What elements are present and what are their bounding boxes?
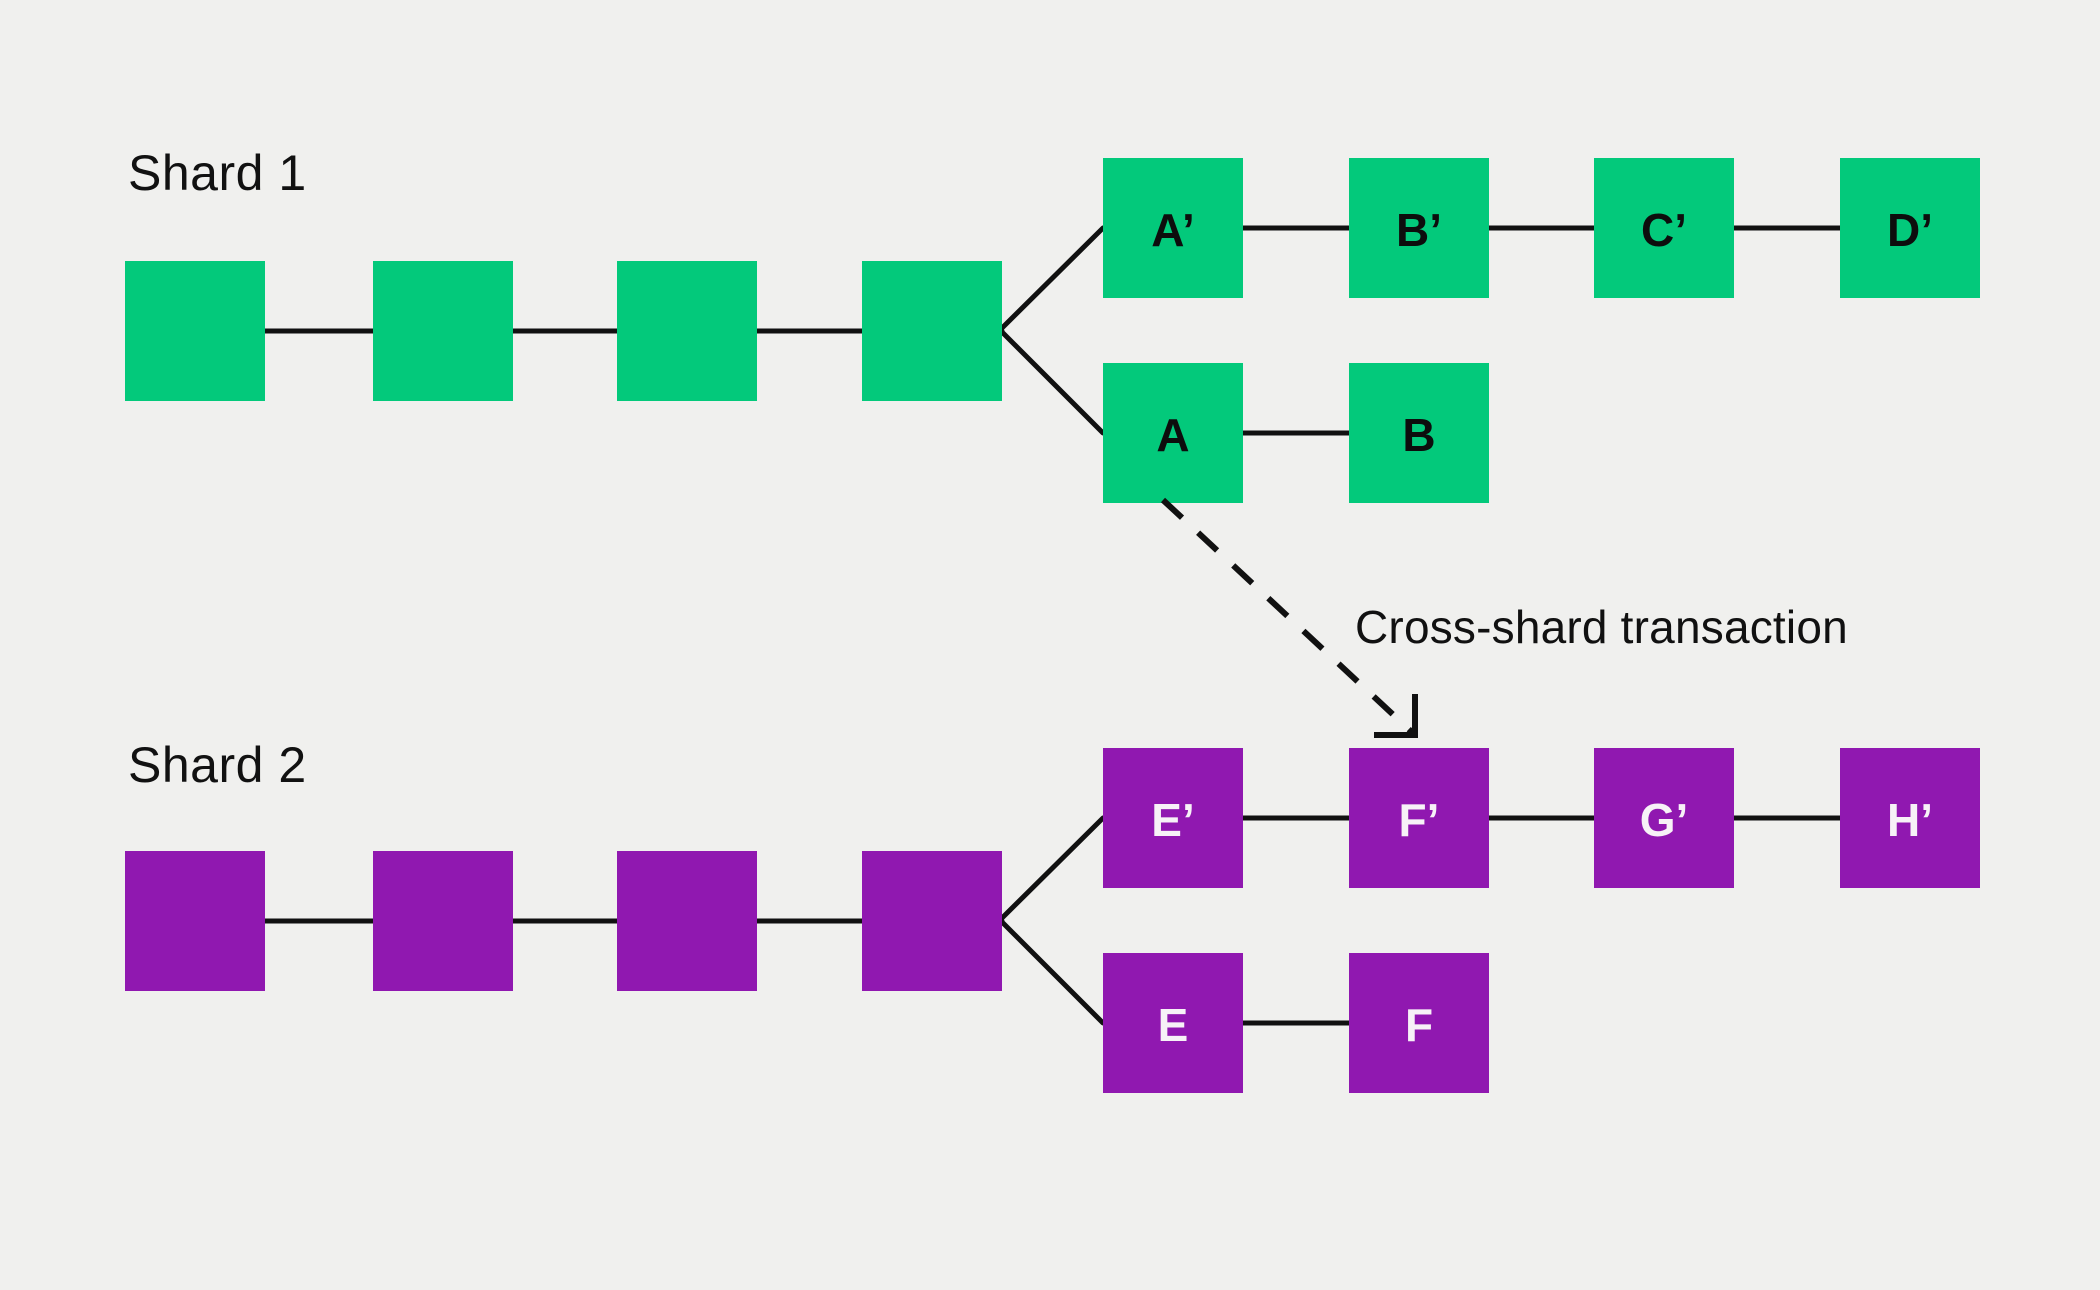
block-label: B (1402, 409, 1435, 461)
shard-1-main-block-2 (617, 261, 757, 401)
shard-2-main-block-0 (125, 851, 265, 991)
shard-2-lower-f: F (1349, 953, 1489, 1093)
cross-shard-label: Cross-shard transaction (1355, 601, 1848, 653)
block-rect[interactable] (862, 851, 1002, 991)
block-rect[interactable] (1103, 158, 1243, 298)
block-rect[interactable] (1103, 748, 1243, 888)
block-label: E’ (1151, 794, 1194, 846)
shard-1-title: Shard 1 (128, 145, 307, 201)
block-label: D’ (1887, 204, 1933, 256)
block-rect[interactable] (862, 261, 1002, 401)
block-label: G’ (1640, 794, 1689, 846)
block-rect[interactable] (617, 261, 757, 401)
shard-2-upper-gprime: G’ (1594, 748, 1734, 888)
cross-shard-annotation: Cross-shard transaction (1160, 497, 1848, 738)
block-label: A’ (1151, 204, 1194, 256)
block-label: C’ (1641, 204, 1687, 256)
block-label: E (1158, 999, 1189, 1051)
block-rect[interactable] (1349, 363, 1489, 503)
block-rect[interactable] (1840, 748, 1980, 888)
block-rect[interactable] (373, 851, 513, 991)
shard-1-main-block-0 (125, 261, 265, 401)
block-rect[interactable] (1103, 363, 1243, 503)
shard-2-fork-branch-upper (997, 815, 1106, 923)
block-rect[interactable] (373, 261, 513, 401)
block-label: F (1405, 999, 1433, 1051)
block-rect[interactable] (1103, 953, 1243, 1093)
block-label: F’ (1399, 794, 1440, 846)
block-rect[interactable] (1349, 953, 1489, 1093)
block-rect[interactable] (1349, 748, 1489, 888)
shard-2-upper-fprime: F’ (1349, 748, 1489, 888)
block-rect[interactable] (1594, 748, 1734, 888)
cross-shard-arrowhead-icon (1374, 694, 1418, 738)
cross-shard-dashed-line (1160, 497, 1418, 738)
shard-2-fork-branch-lower (997, 917, 1106, 1026)
block-rect[interactable] (617, 851, 757, 991)
shard-1-upper-cprime: C’ (1594, 158, 1734, 298)
shard-2-main-block-3 (862, 851, 1002, 991)
shard-1-main-block-1 (373, 261, 513, 401)
shard-2-lower-e: E (1103, 953, 1243, 1093)
block-label: H’ (1887, 794, 1933, 846)
shard-1-main-block-3 (862, 261, 1002, 401)
shard-2-upper-eprime: E’ (1103, 748, 1243, 888)
block-rect[interactable] (125, 851, 265, 991)
shard-2-upper-hprime: H’ (1840, 748, 1980, 888)
block-rect[interactable] (1840, 158, 1980, 298)
shard-1-fork-branch-upper (997, 225, 1106, 333)
shard-1-lower-a: A (1103, 363, 1243, 503)
shard-2-group: Shard 2 E’ F’ G’ H’ E F (125, 737, 1980, 1093)
block-rect[interactable] (125, 261, 265, 401)
shard-1-upper-bprime: B’ (1349, 158, 1489, 298)
shard-2-main-block-1 (373, 851, 513, 991)
shard-1-upper-dprime: D’ (1840, 158, 1980, 298)
shard-1-lower-b: B (1349, 363, 1489, 503)
shard-2-main-block-2 (617, 851, 757, 991)
block-label: A (1156, 409, 1189, 461)
block-label: B’ (1396, 204, 1442, 256)
shard-1-upper-aprime: A’ (1103, 158, 1243, 298)
block-rect[interactable] (1349, 158, 1489, 298)
shard-1-group: Shard 1 A’ B’ C’ D’ A B (125, 145, 1980, 503)
shard-1-fork-branch-lower (997, 327, 1106, 436)
block-rect[interactable] (1594, 158, 1734, 298)
shard-2-title: Shard 2 (128, 737, 307, 793)
